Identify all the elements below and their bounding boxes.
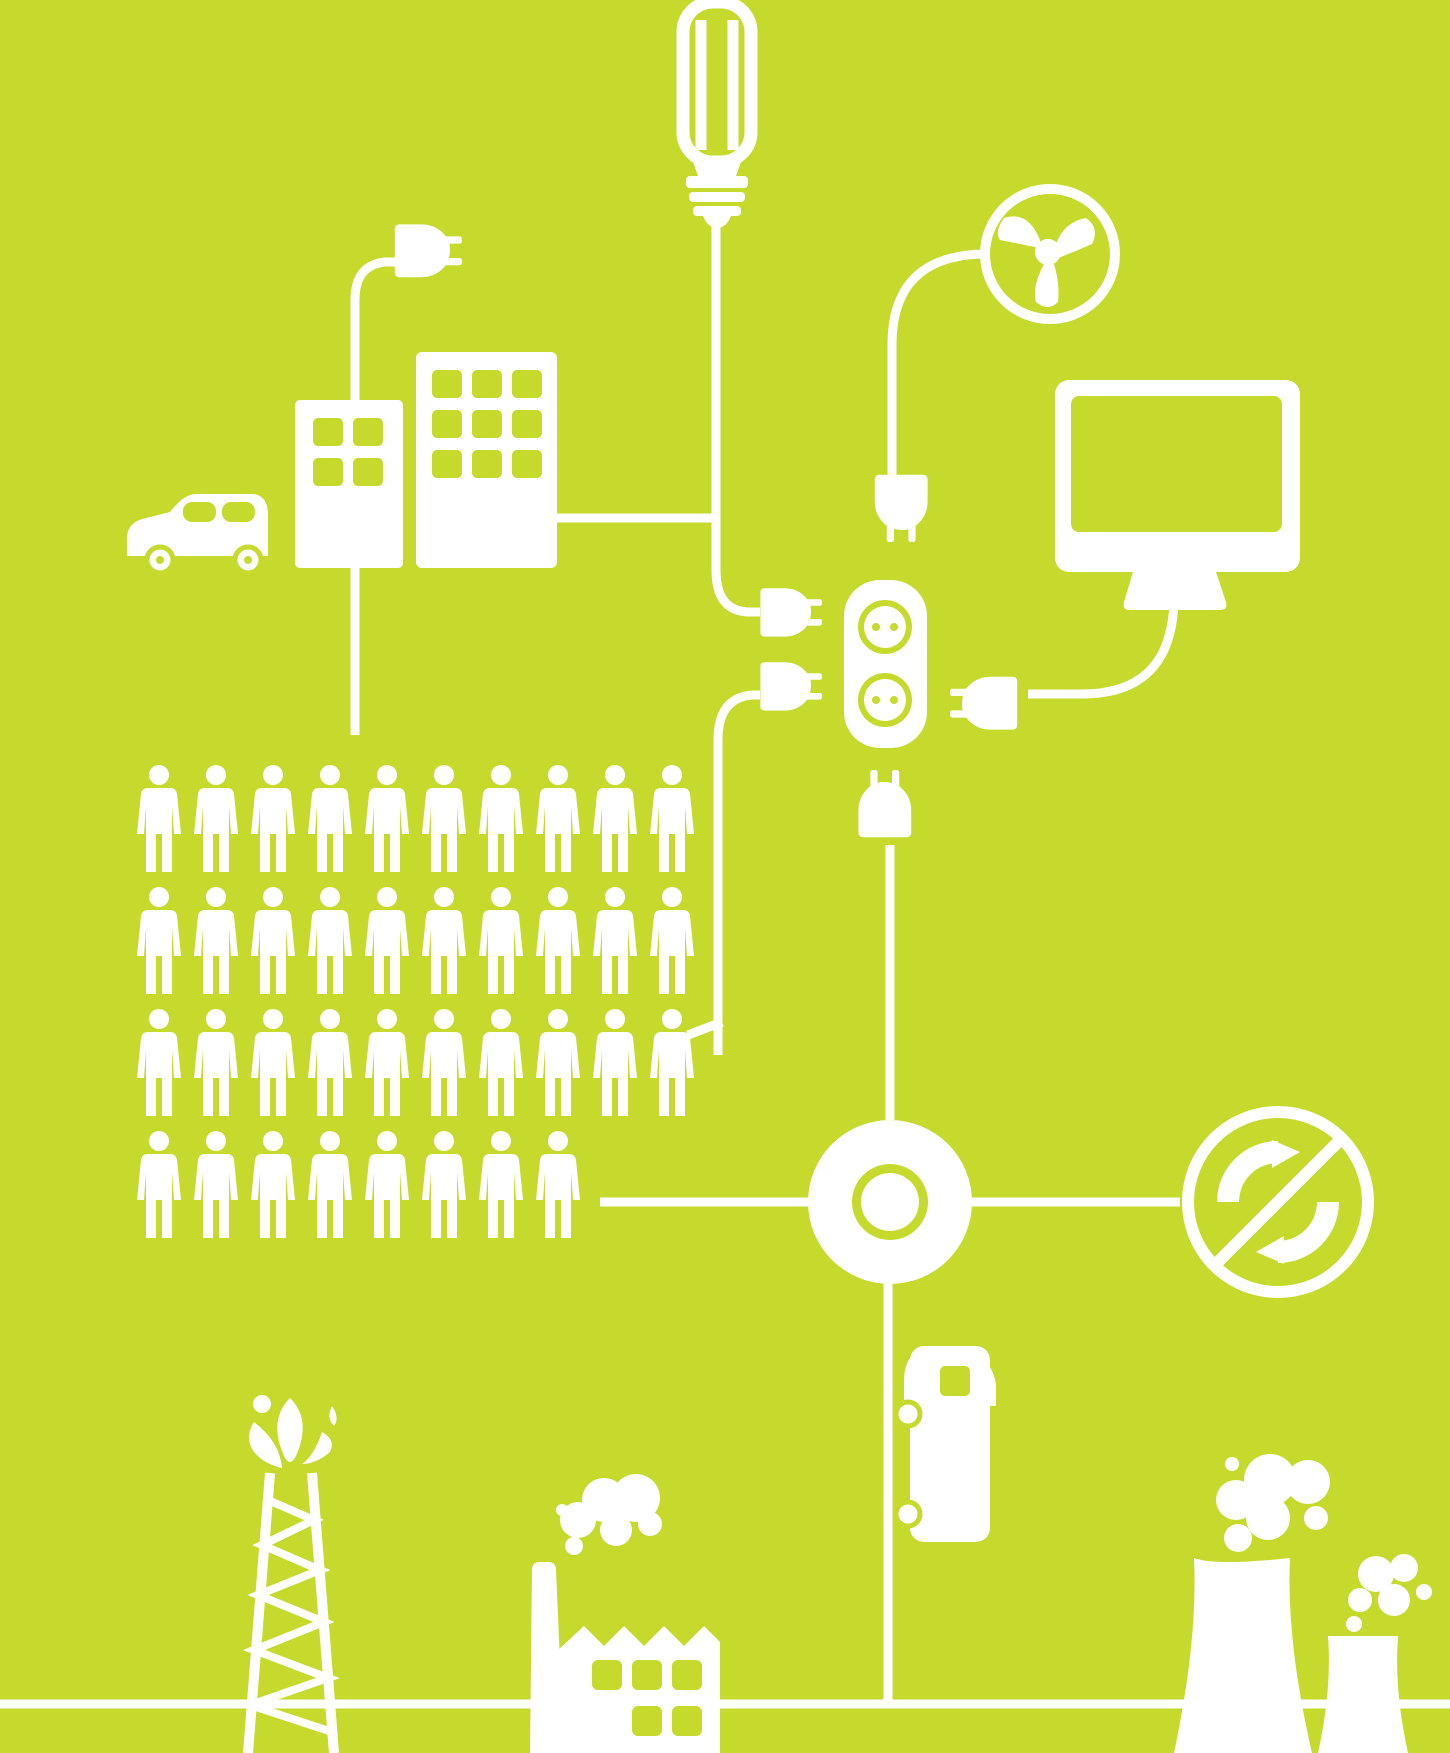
monitor-icon [1055,380,1300,610]
building-plug-icon [394,224,462,278]
fan-icon [980,184,1120,324]
monitor-plug-icon [950,676,1018,730]
socket-plug-bottom-left-icon [760,662,822,711]
person-icon [479,887,523,994]
bulb-wire [711,215,760,617]
light-bulb-icon [676,0,758,228]
person-icon [479,765,523,872]
person-icon [308,765,352,872]
person-icon [479,1009,523,1116]
person-icon [251,1009,295,1116]
car-icon [127,494,268,576]
person-icon [137,887,181,994]
power-socket-icon [844,580,927,748]
person-icon [365,1131,409,1238]
person-icon [422,887,466,994]
person-icon [137,1009,181,1116]
person-icon [365,1009,409,1116]
person-icon [308,1009,352,1116]
person-icon [137,765,181,872]
socket-bottom-plug-icon [858,770,912,838]
person-icon [650,887,694,994]
person-icon [194,1131,238,1238]
person-icon [650,1009,694,1116]
person-icon [137,1131,181,1238]
factory-icon [530,1562,720,1753]
people-hand-wire [686,1017,724,1040]
person-icon [251,765,295,872]
fan-wire [887,249,986,478]
smoke-cloud-icon [556,1474,662,1555]
person-icon [650,765,694,872]
cooling-tower-icon [1174,1558,1408,1753]
hub-icon [808,1120,972,1284]
building-wire [350,257,395,735]
person-icon [251,887,295,994]
person-icon [536,1131,580,1238]
smoke-cloud-icon [1216,1454,1432,1632]
person-icon [479,1131,523,1238]
person-icon [251,1131,295,1238]
person-icon [593,765,637,872]
person-icon [593,1009,637,1116]
person-icon [422,1009,466,1116]
person-icon [422,1131,466,1238]
person-icon [536,765,580,872]
person-icon [308,1131,352,1238]
person-icon [194,765,238,872]
person-icon [593,887,637,994]
people-wire [713,690,760,1055]
person-icon [365,887,409,994]
people-grid [137,765,694,1238]
person-icon [422,765,466,872]
tanker-truck-icon [893,1346,996,1542]
person-icon [365,765,409,872]
oil-derrick-icon [237,1395,340,1753]
person-icon [308,887,352,994]
fan-plug-icon [874,474,928,542]
building-icon [416,352,557,568]
building-icon [295,400,403,568]
monitor-wire [1028,599,1179,699]
person-icon [536,1009,580,1116]
person-icon [194,1009,238,1116]
person-icon [194,887,238,994]
no-recycling-icon [1182,1106,1374,1298]
socket-plug-top-left-icon [760,588,822,637]
person-icon [536,887,580,994]
